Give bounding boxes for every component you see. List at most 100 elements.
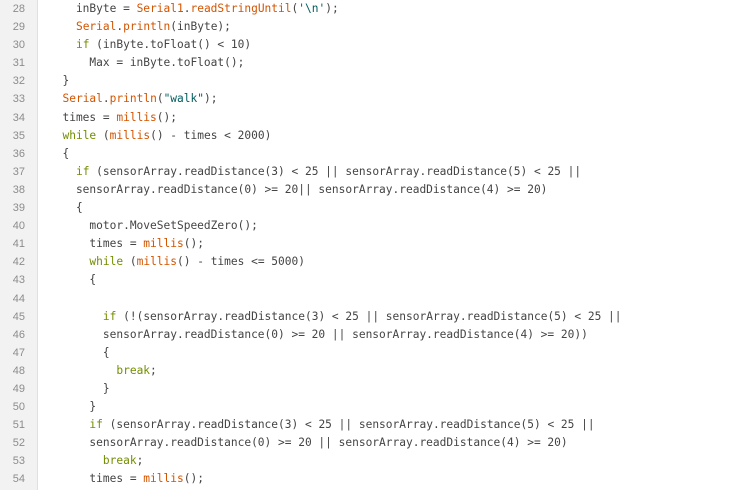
code-token: sensorArray.readDistance(0) >= 20 || sen… <box>49 327 588 341</box>
code-text[interactable]: } <box>49 398 96 416</box>
code-text[interactable]: times = millis(); <box>49 470 204 488</box>
code-token: ); <box>325 2 339 15</box>
code-line[interactable]: 42 while (millis() - times <= 5000) <box>0 253 754 271</box>
code-line[interactable]: 52 sensorArray.readDistance(0) >= 20 || … <box>0 434 754 452</box>
code-text[interactable]: sensorArray.readDistance(0) >= 20 || sen… <box>49 434 567 452</box>
code-line[interactable]: 50 } <box>0 398 754 416</box>
code-text[interactable]: motor.MoveSetSpeedZero(); <box>49 217 257 235</box>
code-token <box>49 38 76 51</box>
line-number: 48 <box>12 364 25 377</box>
code-text[interactable]: break; <box>49 362 157 380</box>
function-token: millis <box>116 110 157 124</box>
code-line[interactable]: 46 sensorArray.readDistance(0) >= 20 || … <box>0 326 754 344</box>
code-line[interactable]: 36 { <box>0 145 754 163</box>
code-token: times = <box>49 472 144 486</box>
code-token: (inByte.toFloat() < 10) <box>89 38 252 52</box>
code-token: ( <box>123 255 137 269</box>
code-text[interactable]: { <box>49 271 96 289</box>
code-text[interactable]: { <box>49 145 69 163</box>
code-token <box>49 255 89 268</box>
code-line[interactable]: 45 if (!(sensorArray.readDistance(3) < 2… <box>0 308 754 326</box>
function-token: millis <box>143 237 184 251</box>
line-number: 36 <box>12 147 25 160</box>
code-token: (sensorArray.readDistance(3) < 25 || sen… <box>102 418 595 432</box>
code-text[interactable]: while (millis() - times <= 5000) <box>49 253 305 271</box>
code-line[interactable]: 44 <box>0 290 754 308</box>
code-token: (sensorArray.readDistance(3) < 25 || sen… <box>89 164 582 178</box>
code-text[interactable]: Max = inByte.toFloat(); <box>49 54 244 72</box>
code-line[interactable]: 49 } <box>0 380 754 398</box>
keyword-token: if <box>89 418 103 432</box>
keyword-token: while <box>89 255 124 269</box>
code-line[interactable]: 48 break; <box>0 362 754 380</box>
code-text[interactable]: } <box>49 380 110 398</box>
code-line[interactable]: 35 while (millis() - times < 2000) <box>0 127 754 145</box>
code-token: } <box>49 74 70 88</box>
code-token: { <box>49 146 70 160</box>
code-line[interactable]: 51 if (sensorArray.readDistance(3) < 25 … <box>0 416 754 434</box>
line-number: 39 <box>12 202 25 215</box>
code-text[interactable]: if (inByte.toFloat() < 10) <box>49 36 251 54</box>
code-token: () - times < 2000) <box>150 128 272 142</box>
code-text[interactable]: } <box>49 72 69 90</box>
code-line[interactable]: 54 times = millis(); <box>0 470 754 488</box>
line-number: 46 <box>12 328 25 341</box>
code-line[interactable]: 43 { <box>0 271 754 289</box>
code-token <box>49 20 76 33</box>
code-text[interactable]: times = millis(); <box>49 109 177 127</box>
code-line[interactable]: 39 { <box>0 199 754 217</box>
code-text[interactable]: sensorArray.readDistance(0) >= 20|| sens… <box>49 181 548 199</box>
code-line[interactable]: 53 break; <box>0 452 754 470</box>
code-text[interactable]: while (millis() - times < 2000) <box>49 127 271 145</box>
line-number: 31 <box>12 57 25 70</box>
code-text[interactable]: Serial.println("walk"); <box>49 90 217 108</box>
line-number: 38 <box>12 183 25 196</box>
code-line[interactable]: 28 inByte = Serial1.readStringUntil('\n'… <box>0 0 754 18</box>
code-line[interactable]: 29 Serial.println(inByte); <box>0 18 754 36</box>
keyword-token: if <box>75 164 90 178</box>
code-text[interactable]: { <box>49 199 83 217</box>
code-token: ( <box>291 2 299 15</box>
code-text[interactable]: sensorArray.readDistance(0) >= 20 || sen… <box>49 326 588 344</box>
string-token: "walk" <box>163 92 204 106</box>
code-line[interactable]: 37 if (sensorArray.readDistance(3) < 25 … <box>0 163 754 181</box>
code-line[interactable]: 47 { <box>0 344 754 362</box>
code-text[interactable]: if (sensorArray.readDistance(3) < 25 || … <box>49 163 581 181</box>
code-token: ( <box>96 128 110 142</box>
code-token <box>49 364 116 377</box>
code-text[interactable]: if (sensorArray.readDistance(3) < 25 || … <box>49 416 595 434</box>
function-token: Serial1 <box>136 2 184 15</box>
code-text[interactable]: Serial.println(inByte); <box>49 18 231 36</box>
line-number: 33 <box>12 93 25 106</box>
line-number: 35 <box>12 129 25 142</box>
keyword-token: while <box>62 128 97 142</box>
code-token: ; <box>150 363 157 377</box>
line-number: 52 <box>12 437 25 450</box>
code-token: sensorArray.readDistance(0) >= 20|| sens… <box>49 182 548 196</box>
code-token <box>49 129 62 142</box>
code-token: ); <box>203 92 218 106</box>
function-token: millis <box>136 255 178 269</box>
code-text[interactable]: { <box>49 344 110 362</box>
code-token: } <box>49 400 97 414</box>
code-token <box>49 418 89 431</box>
code-line[interactable]: 41 times = millis(); <box>0 235 754 253</box>
code-text[interactable]: inByte = Serial1.readStringUntil('\n'); <box>49 0 339 18</box>
code-line[interactable]: 34 times = millis(); <box>0 109 754 127</box>
keyword-token: break <box>102 454 137 468</box>
code-token: ( <box>156 92 164 106</box>
code-line[interactable]: 38 sensorArray.readDistance(0) >= 20|| s… <box>0 181 754 199</box>
line-number: 54 <box>12 473 25 486</box>
code-token <box>49 310 103 323</box>
code-line[interactable]: 32 } <box>0 72 754 90</box>
function-token: millis <box>143 472 184 486</box>
code-line[interactable]: 30 if (inByte.toFloat() < 10) <box>0 36 754 54</box>
code-line[interactable]: 40 motor.MoveSetSpeedZero(); <box>0 217 754 235</box>
code-text[interactable]: if (!(sensorArray.readDistance(3) < 25 |… <box>49 308 622 326</box>
code-line[interactable]: 31 Max = inByte.toFloat(); <box>0 54 754 72</box>
code-text[interactable]: break; <box>49 452 143 470</box>
code-text[interactable]: times = millis(); <box>49 235 204 253</box>
code-token: { <box>49 201 83 215</box>
code-line[interactable]: 33 Serial.println("walk"); <box>0 90 754 108</box>
